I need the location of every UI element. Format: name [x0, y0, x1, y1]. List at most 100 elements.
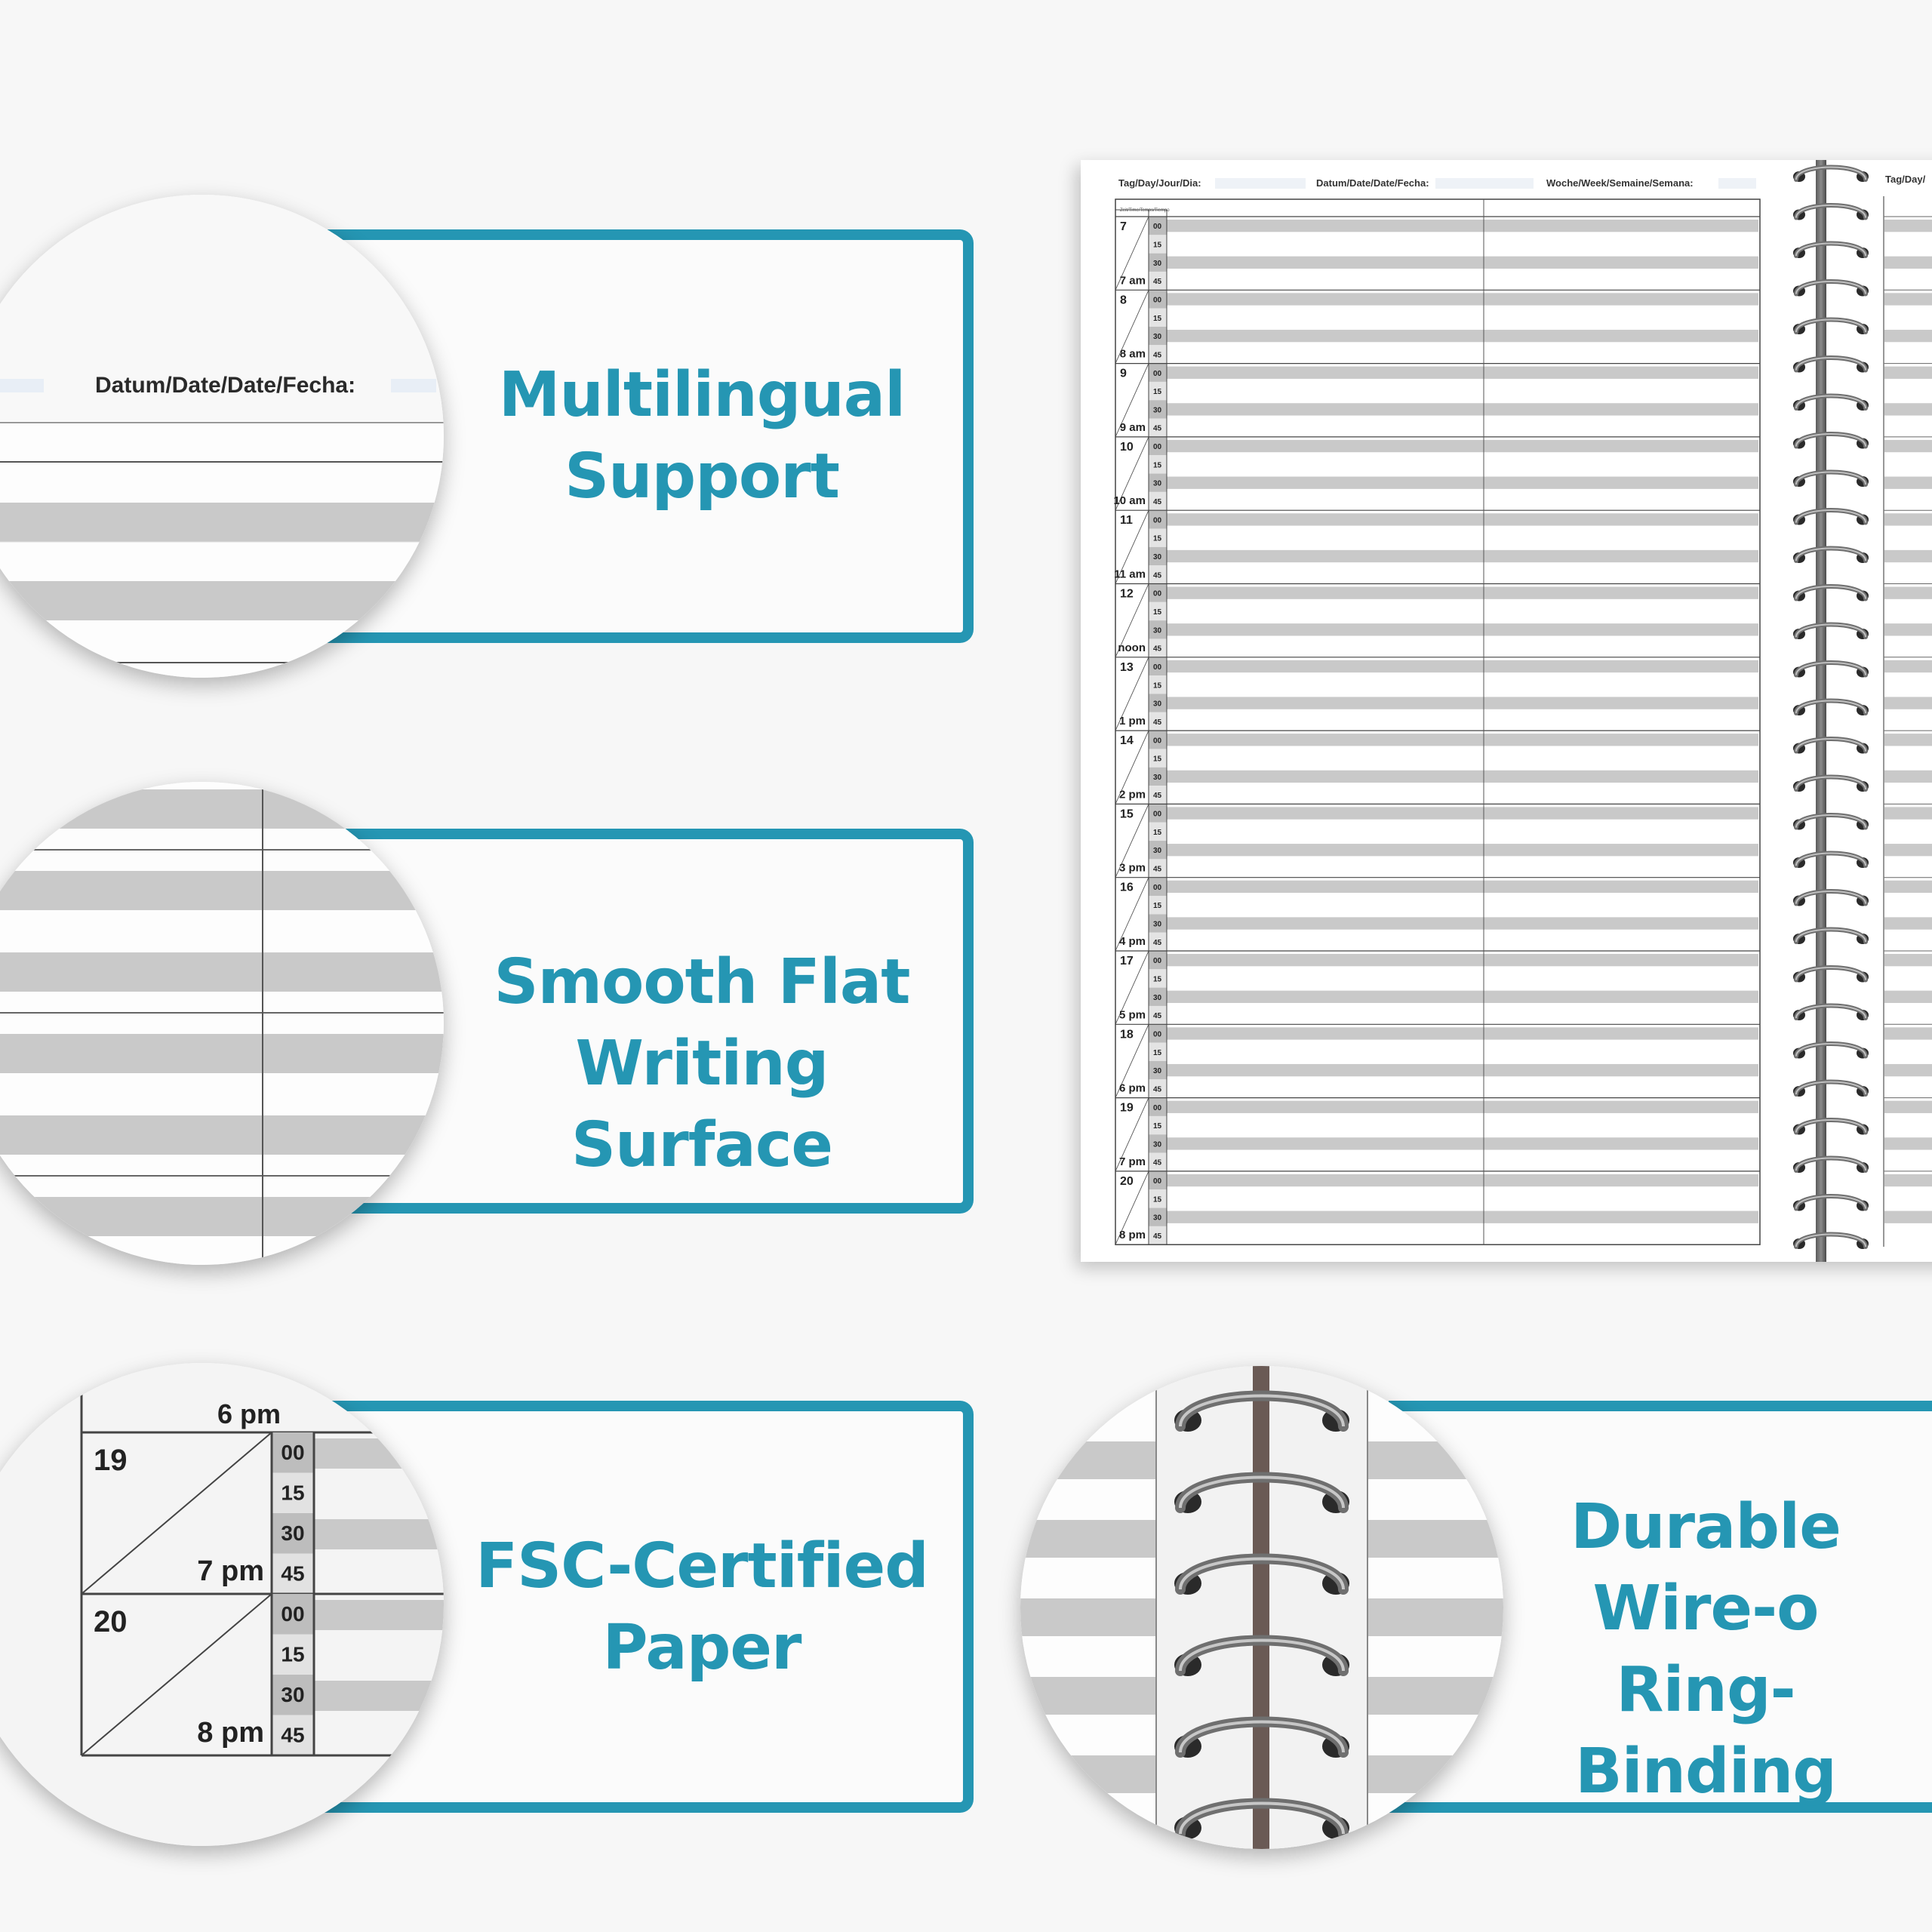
planner-stripe: [1167, 1100, 1758, 1113]
zoom-minute-label: 15: [281, 1481, 304, 1505]
wire-ring: [1794, 317, 1868, 334]
hour-number: 19: [1120, 1102, 1134, 1115]
zoom-stripe: [1367, 1520, 1503, 1558]
minute-label: 00: [1153, 1177, 1162, 1186]
zoom-minute-label: 00: [281, 1602, 304, 1626]
minute-label: 30: [1153, 260, 1162, 268]
minute-cell: [1149, 951, 1167, 970]
hour-number: 8: [1120, 294, 1127, 306]
fsc-title-line: Paper: [602, 1612, 802, 1684]
planner-stripe: [1167, 256, 1758, 269]
minute-cell: [1149, 345, 1167, 364]
minute-cell: [1149, 1189, 1167, 1208]
minute-label: 30: [1153, 406, 1162, 414]
minute-cell: [1149, 235, 1167, 254]
smooth-zoom-view: [0, 782, 444, 1265]
minute-label: 00: [1153, 811, 1162, 819]
minute-cell: [1149, 1005, 1167, 1025]
planner-stripe: [1167, 660, 1758, 673]
planner-stripe: [1167, 293, 1758, 306]
planner-stripe: [1167, 476, 1758, 489]
hour-label: 4 pm: [1119, 935, 1146, 948]
minute-label: 30: [1153, 1067, 1162, 1075]
minute-cell: [1149, 473, 1167, 492]
minute-cell: [1149, 1208, 1167, 1226]
wire-ring: [1794, 889, 1868, 906]
minute-cell: [1149, 749, 1167, 768]
hour-label: 11 am: [1114, 568, 1146, 581]
planner-stripe: [1167, 954, 1758, 967]
minute-cell: [1149, 253, 1167, 272]
planner-stripe: [1167, 770, 1758, 783]
next-planner-page: Tag/Day/: [1881, 160, 1932, 1262]
next-page-stripe: [1884, 1211, 1932, 1223]
week-label: Woche/Week/Semaine/Semana:: [1546, 177, 1694, 189]
wire-o-rings: [1793, 165, 1869, 1249]
next-page-stripe: [1884, 880, 1932, 894]
minute-cell: [1149, 859, 1167, 878]
hour-label: 3 pm: [1119, 862, 1146, 875]
hour-label: 7 am: [1120, 274, 1146, 287]
planner-stripe: [1167, 1063, 1758, 1077]
zoom-diagonal: [81, 1432, 272, 1595]
hour-number: 15: [1120, 808, 1134, 820]
minute-cell: [1149, 528, 1167, 547]
zoom-minute-label: 15: [281, 1643, 304, 1666]
minute-label: 45: [1153, 1232, 1162, 1241]
minute-label: 15: [1153, 681, 1162, 690]
minute-cell: [1149, 381, 1167, 401]
next-page-stripe: [1884, 623, 1932, 636]
minute-label: 30: [1153, 774, 1162, 782]
next-page-stripe: [1884, 734, 1932, 746]
planner-stripe: [1167, 329, 1758, 343]
minute-cell: [1149, 1115, 1167, 1135]
hour-label: 8 pm: [1119, 1229, 1146, 1241]
wire-ring: [1794, 774, 1868, 792]
planner-frame: [1115, 198, 1761, 1245]
planner-stripe: [1167, 623, 1758, 636]
hour-diagonal: [1115, 583, 1149, 657]
minute-cell: [1149, 271, 1167, 291]
zoom-minute-label: 30: [281, 1521, 304, 1545]
zoom-stripe: [1367, 1677, 1503, 1715]
wire-ring: [1794, 279, 1868, 297]
minute-label: 45: [1153, 718, 1162, 727]
next-page-stripe: [1884, 403, 1932, 416]
hour-diagonal: [1115, 436, 1149, 511]
next-page-stripe: [1884, 366, 1932, 379]
minute-label: 30: [1153, 333, 1162, 341]
minute-cell: [1149, 217, 1167, 235]
minute-label: 30: [1153, 700, 1162, 709]
minute-label: 00: [1153, 516, 1162, 525]
zoom-stripe: [1020, 1755, 1156, 1793]
minute-label: 00: [1153, 296, 1162, 304]
planner-stripe: [1167, 697, 1758, 709]
minute-label: 30: [1153, 994, 1162, 1002]
minute-label: 15: [1153, 1122, 1162, 1131]
minute-label: 30: [1153, 1214, 1162, 1223]
next-page-stripe: [1884, 697, 1932, 709]
planner-stripe: [1167, 734, 1758, 746]
minute-cell: [1149, 1042, 1167, 1061]
wire-ring: [1794, 165, 1868, 182]
hour-number: 13: [1120, 661, 1134, 674]
minute-label: 00: [1153, 1030, 1162, 1038]
hour-diagonal: [1115, 510, 1149, 584]
wire-ring: [1794, 546, 1868, 563]
minute-cell: [1149, 1079, 1167, 1098]
minute-cell: [1149, 841, 1167, 860]
minute-cell: [1149, 914, 1167, 933]
zoom-minute-label: 00: [281, 1441, 304, 1464]
zoom-stripe: [0, 1197, 444, 1236]
minute-cell: [1149, 290, 1167, 309]
durable-zoom-circle: [1020, 1366, 1503, 1849]
date-label: Datum/Date/Date/Fecha:: [1316, 177, 1429, 189]
wire-ring: [1794, 393, 1868, 411]
hour-number: 14: [1120, 734, 1134, 747]
minute-cell: [1149, 657, 1167, 676]
next-page-stripe: [1884, 844, 1932, 857]
wire-ring: [1794, 584, 1868, 601]
